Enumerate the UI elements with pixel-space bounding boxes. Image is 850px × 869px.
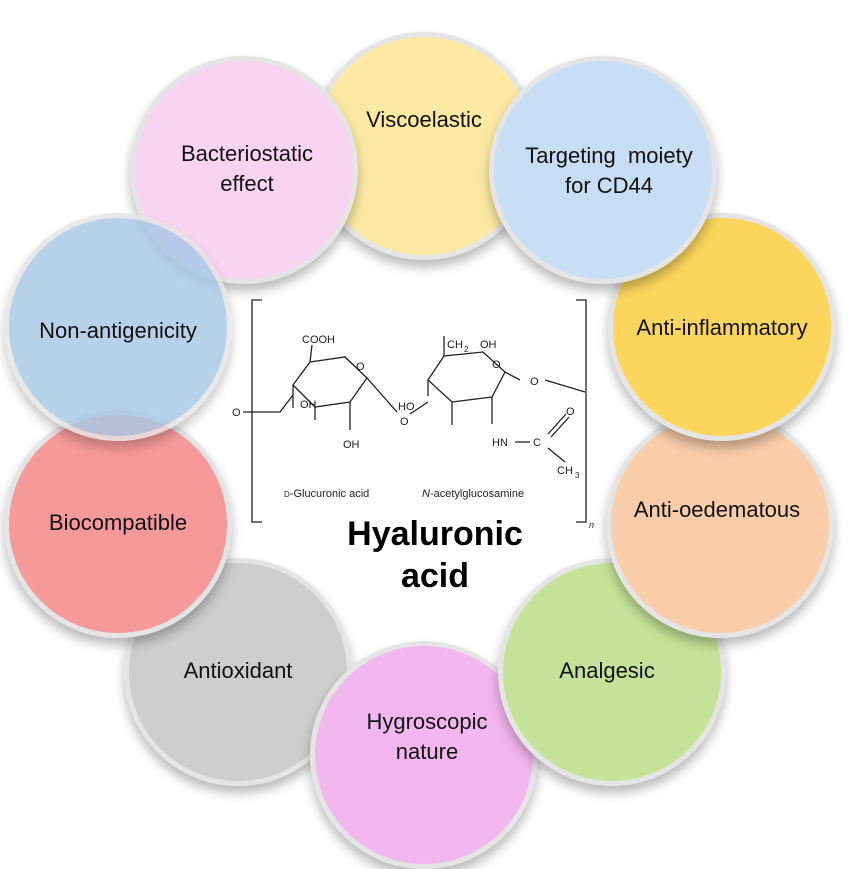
chem-o-right: O bbox=[530, 376, 539, 388]
chem-oh-bottom: OH bbox=[343, 439, 360, 451]
chem-repeat-n: n bbox=[589, 520, 594, 530]
chem-hn: HN bbox=[492, 437, 508, 449]
label-anti-oedematous: Anti-oedematous bbox=[633, 497, 801, 522]
chem-o-link: O bbox=[400, 416, 409, 428]
label-hygroscopic: Hygroscopic nature bbox=[366, 709, 488, 764]
label-targeting: Targeting moiety for CD44 bbox=[525, 143, 693, 198]
chem-ch2oh-sub: 2 bbox=[464, 345, 469, 354]
center-title: Hyaluronic acid bbox=[347, 515, 523, 595]
chem-ch3-ch: CH bbox=[557, 465, 573, 477]
bubble-anti-oedematous bbox=[606, 410, 834, 638]
chem-ch2oh-ch: CH bbox=[447, 339, 463, 351]
chem-o-left: O bbox=[232, 407, 241, 419]
chem-cooh: COOH bbox=[302, 334, 335, 346]
chem-ho: HO bbox=[398, 401, 415, 413]
label-analgesic: Analgesic bbox=[559, 658, 655, 683]
chem-ring-o-left: O bbox=[356, 361, 365, 373]
label-bacteriostatic: Bacteriostatic effect bbox=[180, 141, 314, 196]
chem-ch2oh-oh: OH bbox=[480, 339, 497, 351]
label-viscoelastic: Viscoelastic bbox=[366, 107, 482, 132]
caption-glucuronic: D-Glucuronic acid bbox=[284, 488, 369, 500]
chem-o-carbonyl: O bbox=[566, 406, 575, 418]
bubble-non-antigenicity bbox=[4, 213, 232, 441]
label-anti-inflammatory: Anti-inflammatory bbox=[636, 315, 808, 340]
left-bracket bbox=[251, 299, 262, 523]
chem-ring-o-right: O bbox=[492, 359, 501, 371]
chem-oh-left: OH bbox=[300, 399, 317, 411]
caption-acetylglucosamine: N-acetylglucosamine bbox=[422, 488, 524, 500]
label-biocompatible: Biocompatible bbox=[48, 510, 188, 535]
label-antioxidant: Antioxidant bbox=[183, 658, 293, 683]
chem-c: C bbox=[533, 437, 541, 449]
label-non-antigenicity: Non-antigenicity bbox=[39, 318, 197, 343]
bubble-targeting bbox=[489, 56, 717, 284]
chem-ch3-sub: 3 bbox=[575, 471, 580, 480]
right-bracket bbox=[576, 299, 587, 523]
